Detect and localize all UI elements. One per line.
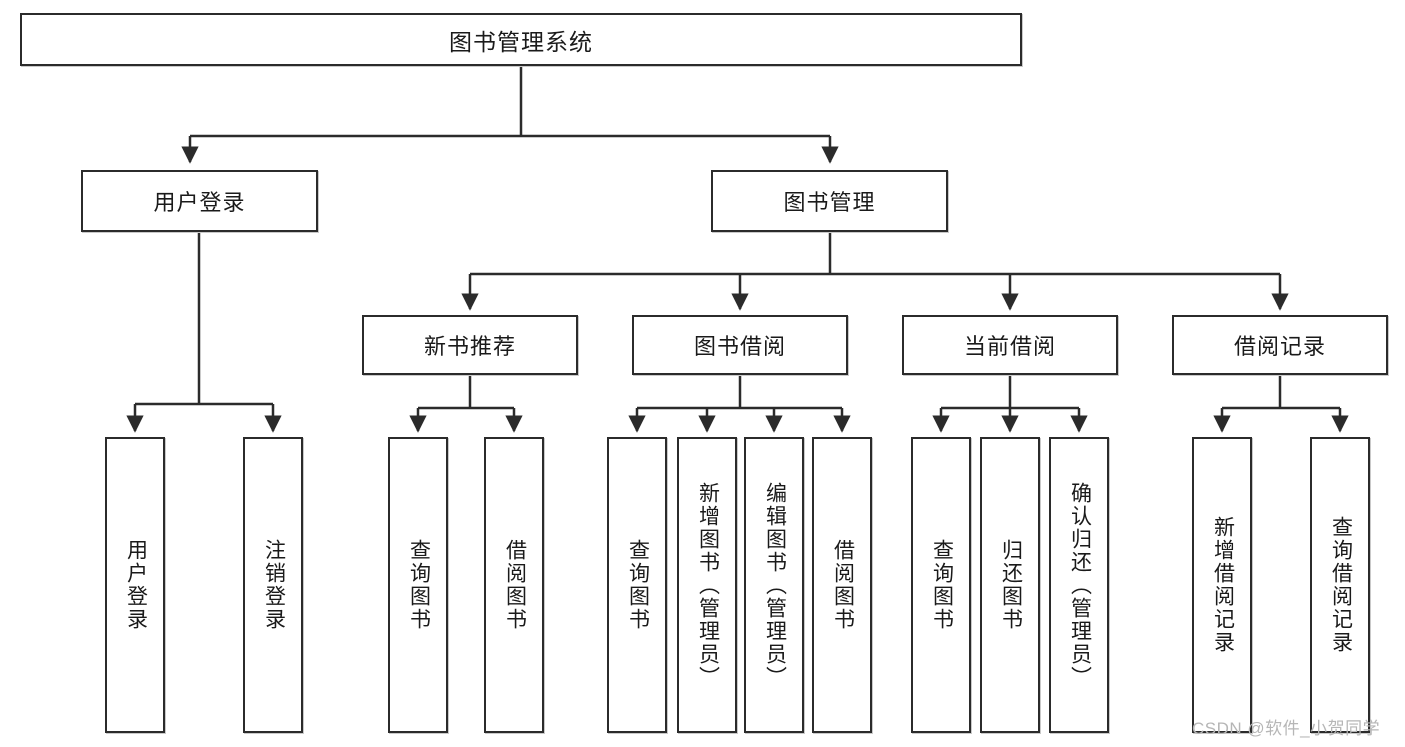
node-user-login[interactable]: 用户登录 (81, 170, 318, 232)
node-leaf-query-book-3[interactable]: 查询图书 (911, 437, 971, 733)
node-leaf-query-book-3-label: 查询图书 (930, 539, 954, 631)
node-leaf-edit-book-label: 编辑图书（管理员） (763, 481, 787, 689)
node-new-book-recommend[interactable]: 新书推荐 (362, 315, 578, 375)
node-leaf-add-book-label: 新增图书（管理员） (696, 481, 720, 689)
node-leaf-query-book-1-label: 查询图书 (407, 539, 431, 631)
csdn-watermark: CSDN @软件_小贺同学 (1192, 719, 1381, 738)
node-leaf-borrow-book-1[interactable]: 借阅图书 (484, 437, 544, 733)
node-leaf-return-book-label: 归还图书 (999, 539, 1023, 631)
node-leaf-query-book-1[interactable]: 查询图书 (388, 437, 448, 733)
node-leaf-edit-book[interactable]: 编辑图书（管理员） (744, 437, 804, 733)
node-leaf-user-login[interactable]: 用户登录 (105, 437, 165, 733)
node-leaf-logout-label: 注销登录 (262, 539, 286, 631)
node-leaf-add-book[interactable]: 新增图书（管理员） (677, 437, 737, 733)
node-leaf-confirm-return-label: 确认归还（管理员） (1068, 481, 1092, 689)
node-leaf-logout[interactable]: 注销登录 (243, 437, 303, 733)
node-current-borrow[interactable]: 当前借阅 (902, 315, 1118, 375)
node-leaf-query-record[interactable]: 查询借阅记录 (1310, 437, 1370, 733)
node-leaf-query-book-2-label: 查询图书 (626, 539, 650, 631)
node-book-borrow[interactable]: 图书借阅 (632, 315, 848, 375)
node-borrow-record[interactable]: 借阅记录 (1172, 315, 1388, 375)
node-leaf-query-record-label: 查询借阅记录 (1329, 516, 1353, 654)
node-root-system[interactable]: 图书管理系统 (20, 13, 1022, 66)
node-leaf-query-book-2[interactable]: 查询图书 (607, 437, 667, 733)
node-leaf-borrow-book-1-label: 借阅图书 (503, 539, 527, 631)
node-leaf-borrow-book-2[interactable]: 借阅图书 (812, 437, 872, 733)
node-leaf-add-record-label: 新增借阅记录 (1211, 516, 1235, 654)
node-leaf-add-record[interactable]: 新增借阅记录 (1192, 437, 1252, 733)
node-leaf-return-book[interactable]: 归还图书 (980, 437, 1040, 733)
node-leaf-borrow-book-2-label: 借阅图书 (831, 539, 855, 631)
node-book-management[interactable]: 图书管理 (711, 170, 948, 232)
node-leaf-confirm-return[interactable]: 确认归还（管理员） (1049, 437, 1109, 733)
node-leaf-user-login-label: 用户登录 (124, 539, 148, 631)
